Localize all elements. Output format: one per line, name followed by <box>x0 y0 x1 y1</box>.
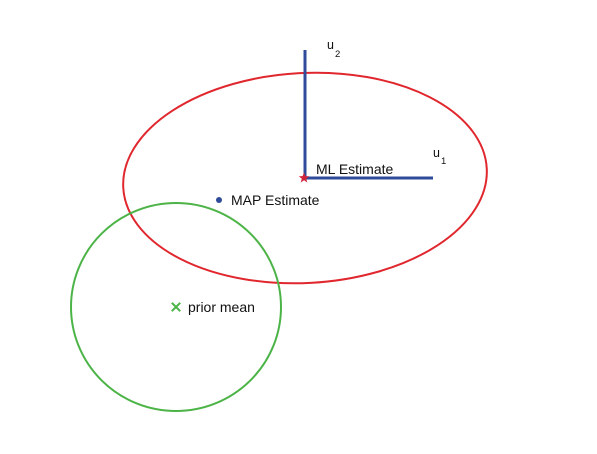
ml-estimate-label: ML Estimate <box>316 161 393 177</box>
svg-text:u: u <box>433 146 440 160</box>
prior-mean-label: prior mean <box>188 299 255 315</box>
svg-text:2: 2 <box>335 49 340 60</box>
svg-text:1: 1 <box>441 156 446 167</box>
prior-marker-cross-icon <box>171 302 181 312</box>
u2-label: u 2 <box>327 38 340 60</box>
likelihood-contour <box>122 71 488 285</box>
map-marker-dot-icon <box>216 197 222 203</box>
prior-contour <box>70 202 282 412</box>
u1-label: u 1 <box>433 146 446 167</box>
svg-text:u: u <box>327 38 334 52</box>
ml-marker-star-icon <box>298 172 310 183</box>
map-estimate-label: MAP Estimate <box>231 192 320 208</box>
